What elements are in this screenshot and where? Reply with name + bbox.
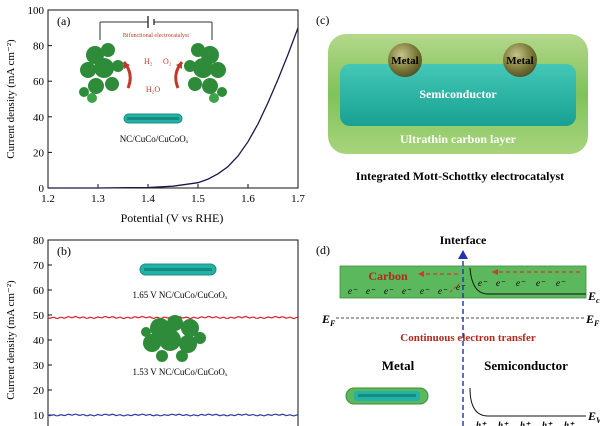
nanorod-inset-d: [345, 387, 429, 405]
x-tick-label-a: 1.6: [241, 193, 255, 205]
y-tick-label-b: 40: [33, 335, 45, 347]
x-axis-label-a: Potential (V vs RHE): [121, 211, 224, 225]
semiconductor-label-d: Semiconductor: [484, 358, 568, 373]
electron-mark: e⁻: [384, 286, 394, 296]
y-tick-label-b: 60: [33, 285, 45, 297]
hole-mark: h⁺: [498, 420, 509, 426]
label-153v: 1.53 V NC/CuCo/CuCoOₓ: [132, 367, 227, 377]
ec-label: Ec: [587, 289, 600, 305]
electrons-semiconductor: e⁻ e⁻ e⁻ e⁻ e⁻: [478, 278, 566, 288]
inset-material-label: NC/CuCo/CuCoOₓ: [120, 134, 189, 144]
y-tick-label-b: 20: [33, 385, 45, 397]
metal-ball-right: [503, 43, 537, 77]
y-tick-label-b: 50: [33, 310, 45, 322]
holes-valence: h⁺ h⁺ h⁺ h⁺ h⁺: [476, 420, 575, 426]
y-tick-label-a: 60: [33, 76, 45, 88]
electron-mark: e⁻: [478, 278, 488, 288]
electron-mark: e⁻: [516, 278, 526, 288]
o2-label: O₂: [163, 57, 172, 66]
metal-label-d: Metal: [382, 358, 415, 373]
y-axis-label-a: Current density (mA cm⁻²): [5, 39, 17, 159]
hole-mark: h⁺: [542, 420, 553, 426]
panel-c-schematic: (c) Metal Metal Semiconductor Ultrathin …: [316, 13, 588, 183]
x-tick-label-a: 1.7: [291, 193, 305, 205]
x-tick-label-a: 1.4: [141, 193, 155, 205]
label-165v: 1.65 V NC/CuCo/CuCoOₓ: [132, 290, 227, 300]
conduction-band-edge: [469, 267, 586, 295]
y-axis-label-b: Current density (mA cm⁻²): [5, 280, 17, 400]
y-tick-label-a: 20: [33, 147, 45, 159]
hole-mark: h⁺: [564, 420, 575, 426]
semiconductor-label-c: Semiconductor: [419, 87, 497, 101]
y-tick-label-a: 100: [28, 5, 45, 17]
stability-line-153v: [47, 413, 299, 417]
electron-mark: e⁻: [348, 286, 358, 296]
nanorod-inset-a: [123, 113, 183, 124]
metal-ball-left: [388, 43, 422, 77]
electron-mark: e⁻: [438, 286, 448, 296]
panel-b-chart: 01020304050607080 (b) 1.65 V NC/CuCo/CuC…: [5, 235, 299, 426]
valence-band-edge: [469, 387, 586, 417]
ef-label-left: EF: [321, 312, 336, 328]
x-tick-label-a: 1.3: [91, 193, 105, 205]
interface-arrow-head: [458, 250, 468, 259]
y-tick-label-b: 80: [33, 235, 45, 247]
axis-frame-a: [47, 9, 299, 189]
electron-mark: e⁻: [536, 278, 546, 288]
y-tick-label-b: 70: [33, 260, 45, 272]
panel-b-label: (b): [57, 244, 71, 258]
panel-a-chart: 1.2 1.3 1.4 1.5 1.6 1.7 0 20 40 60 80 100 (a) Bifun…: [5, 5, 306, 225]
ev-label: EV: [587, 409, 600, 425]
electron-mark: e⁻: [496, 278, 506, 288]
panel-d-band-diagram: (d) Interface Carbon e⁻e⁻e⁻e⁻e⁻e⁻e⁻ e⁻e⁻…: [316, 233, 600, 426]
inset-electrocatalyst: Bifunctional electrocatalyst H₂ O₂ H₂O: [79, 16, 227, 144]
carbon-label: Carbon: [368, 269, 408, 283]
x-tick-label-a: 1.2: [41, 193, 55, 205]
electrons-metal: e⁻ e⁻ e⁻ e⁻ e⁻ e⁻ e⁻: [348, 282, 466, 296]
y-tick-label-b: 30: [33, 360, 45, 372]
y-tick-label-a: 40: [33, 112, 45, 124]
hole-mark: h⁺: [520, 420, 531, 426]
catalyst-cluster-right: [184, 43, 227, 103]
carbon-layer-label: Ultrathin carbon layer: [400, 132, 517, 146]
electron-mark: e⁻: [456, 282, 466, 292]
catalyst-cluster-left: [79, 43, 124, 103]
interface-label: Interface: [440, 233, 487, 247]
panel-c-caption: Integrated Mott-Schottky electrocatalyst: [356, 169, 564, 183]
ticks-b: 01020304050607080: [33, 235, 52, 422]
lsv-curve: [48, 27, 299, 189]
metal-label-right: Metal: [506, 55, 533, 67]
ef-label-right: EF: [585, 312, 600, 328]
panel-c-label: (c): [316, 13, 329, 27]
y-tick-label-a: 0: [39, 183, 45, 195]
ticks-a: 1.2 1.3 1.4 1.5 1.6 1.7 0 20 40 60 80 100: [28, 5, 306, 205]
h2o-label: H₂O: [146, 85, 161, 94]
hole-mark: h⁺: [476, 420, 487, 426]
electron-mark: e⁻: [420, 286, 430, 296]
catalyst-cluster-b: [141, 315, 206, 362]
x-tick-label-a: 1.5: [191, 193, 205, 205]
y-tick-label-a: 80: [33, 41, 45, 53]
inset-title: Bifunctional electrocatalyst: [123, 32, 189, 39]
panel-a-label: (a): [57, 14, 70, 28]
electron-mark: e⁻: [366, 286, 376, 296]
h2-label: H₂: [144, 57, 153, 66]
electron-mark: e⁻: [402, 286, 412, 296]
electron-mark: e⁻: [556, 278, 566, 288]
panel-d-label: (d): [316, 243, 330, 257]
nanorod-inset-b: [139, 263, 217, 276]
semiconductor-block: [340, 64, 576, 126]
y-tick-label-b: 10: [33, 410, 45, 422]
metal-label-left: Metal: [391, 55, 418, 67]
transfer-label: Continuous electron transfer: [400, 332, 536, 344]
